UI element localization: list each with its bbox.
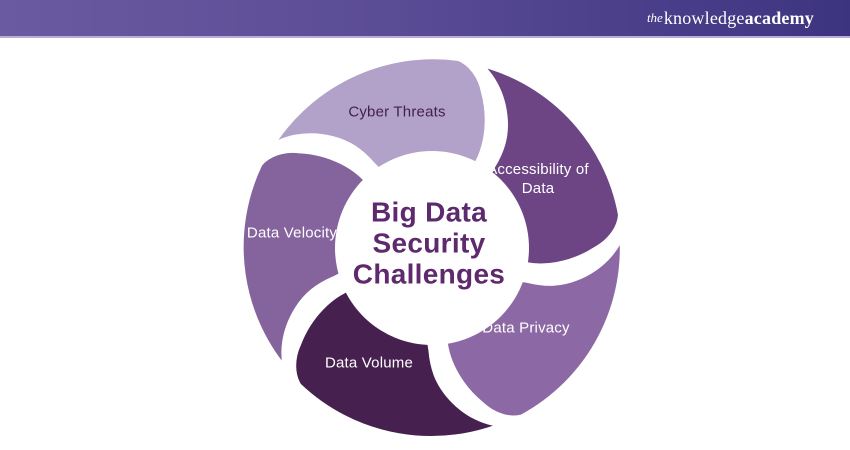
label-accessibility-of-data: Accessibility of Data [487,161,589,197]
header-bar [0,0,850,36]
header-underline [0,36,850,38]
logo-knowledge: knowledge [663,7,745,28]
cycle-diagram [0,38,850,450]
title-line-1: Big Data [371,196,487,228]
label-data-volume: Data Volume [324,354,414,372]
label-data-velocity: Data Velocity [246,224,338,242]
label-data-privacy: Data Privacy [482,319,570,337]
label-cyber-threats: Cyber Threats [348,103,446,121]
diagram-title: Big Data Security Challenges [353,197,505,290]
center-circle [335,151,529,345]
title-line-3: Challenges [352,258,506,290]
logo-academy: academy [744,7,814,28]
title-line-2: Security [372,227,486,259]
logo-the: the [646,10,663,25]
